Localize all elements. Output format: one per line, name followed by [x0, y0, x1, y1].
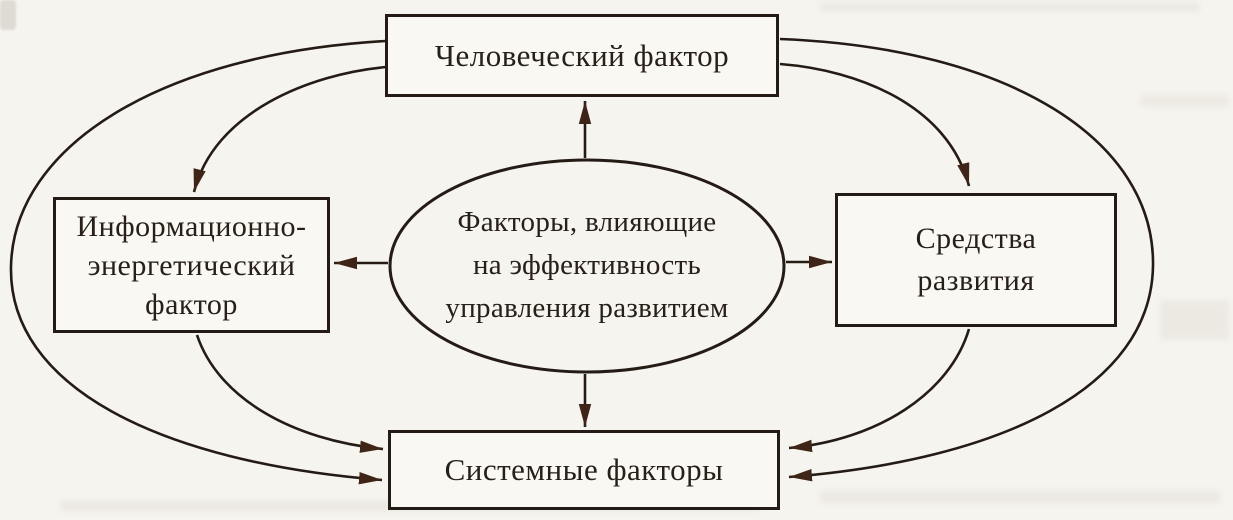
node-label-line: фактор [145, 287, 238, 321]
center-label-line: Факторы, влияющие [457, 206, 717, 238]
center-label-line: на эффективность [472, 249, 702, 281]
arrow-info-energy-to-system [195, 334, 384, 453]
node-human-factor: Человеческий фактор [385, 14, 779, 97]
node-label-line: развития [917, 264, 1035, 297]
arrow-human-to-info-energy [192, 65, 387, 193]
arrow-outer-human-to-system-right [779, 37, 1155, 482]
node-system-factors: Системные факторы [388, 430, 780, 510]
node-label: Системные факторы [444, 452, 724, 487]
node-info-energy-factor: Информационно- энергетический фактор [53, 197, 330, 333]
central-ellipse [388, 158, 786, 374]
node-label-line: Информационно- [76, 209, 307, 243]
arrow-human-to-means [779, 62, 971, 187]
arrow-outer-human-to-system-left [9, 39, 387, 485]
node-label: Человеческий фактор [434, 37, 730, 73]
node-label-line: энергетический [87, 248, 296, 282]
node-central-factors: Факторы, влияющие на эффективность управ… [400, 201, 774, 330]
node-label-line: Средства [915, 222, 1037, 255]
node-means-of-development: Средства развития [835, 193, 1117, 327]
arrow-means-to-system [788, 328, 971, 453]
center-label-line: управления развитием [445, 292, 729, 324]
